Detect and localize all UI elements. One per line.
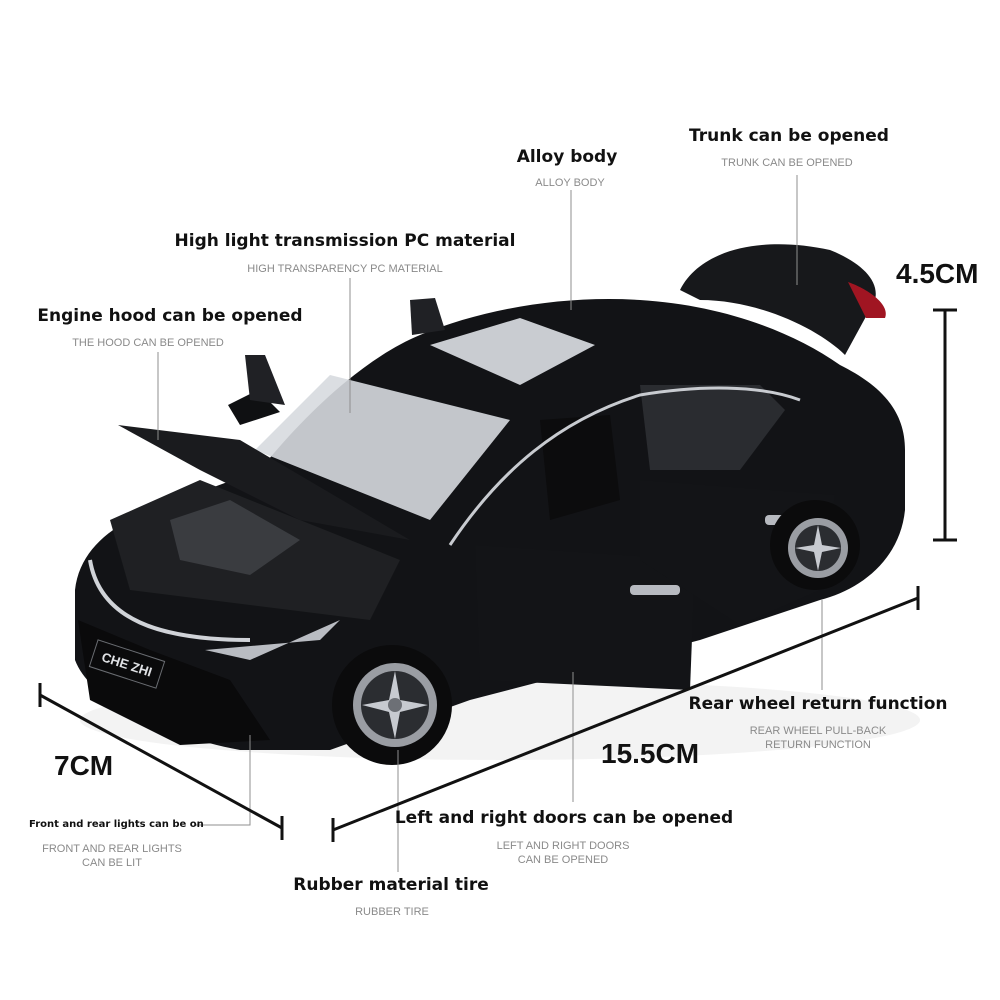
pc-subtitle: HIGH TRANSPARENCY PC MATERIAL: [247, 263, 443, 275]
doors-subtitle-line2: CAN BE OPENED: [517, 854, 609, 866]
alloy-subtitle: ALLOY BODY: [535, 177, 605, 189]
engine-parts: [170, 500, 300, 575]
hood-subtitle: THE HOOD CAN BE OPENED: [72, 337, 224, 349]
pc-title: High light transmission PC material: [174, 231, 516, 251]
doors-subtitle: LEFT AND RIGHT DOORS CAN BE OPENED: [497, 839, 630, 867]
width-label: 7CM: [54, 750, 114, 781]
length-label: 15.5CM: [601, 738, 700, 769]
rear-wheel-subtitle: REAR WHEEL PULL-BACK RETURN FUNCTION: [750, 724, 887, 752]
doors-subtitle-line1: LEFT AND RIGHT DOORS: [496, 840, 630, 852]
trunk-lid: [680, 244, 876, 355]
lights-subtitle-line2: CAN BE LIT: [82, 857, 142, 869]
sunroof: [430, 318, 595, 385]
side-window-rear: [640, 385, 785, 470]
front-door-top: [245, 355, 285, 405]
width-dimension-line: [38, 683, 284, 840]
lights-subtitle: FRONT AND REAR LIGHTS CAN BE LIT: [42, 842, 182, 870]
license-plate: [88, 639, 166, 689]
headlight: [205, 620, 340, 660]
front-door-handle: [630, 585, 680, 595]
doors-title: Left and right doors can be opened: [394, 808, 734, 828]
front-wheel: [332, 645, 452, 765]
lights-subtitle-line1: FRONT AND REAR LIGHTS: [42, 843, 182, 855]
windshield: [255, 375, 510, 520]
rear-wheel: [770, 500, 860, 590]
trunk-title: Trunk can be opened: [689, 126, 889, 146]
interior-seat: [540, 415, 620, 520]
front-chrome: [88, 559, 251, 642]
tire-title: Rubber material tire: [293, 875, 489, 895]
lights-title: Front and rear lights can be on: [29, 819, 204, 830]
side-mirror: [228, 390, 280, 425]
alloy-title: Alloy body: [516, 147, 618, 167]
height-dimension-line: [933, 308, 957, 542]
rear-wheel-title: Rear wheel return function: [688, 694, 948, 714]
length-dimension-line: [331, 586, 920, 842]
tire-subtitle: RUBBER TIRE: [355, 906, 429, 918]
rear-door-top: [410, 298, 445, 335]
rear-wheel-subtitle-line1: REAR WHEEL PULL-BACK: [749, 725, 887, 737]
trunk-subtitle: TRUNK CAN BE OPENED: [721, 157, 853, 169]
rear-wheel-subtitle-line2: RETURN FUNCTION: [765, 739, 871, 751]
front-door: [475, 545, 695, 690]
chrome-trim: [448, 386, 801, 546]
height-label: 4.5CM: [896, 258, 979, 289]
hood-title: Engine hood can be opened: [37, 306, 303, 326]
engine-hood: [118, 425, 410, 540]
trunk-taillight: [848, 282, 886, 318]
lights-callout-line: [195, 735, 251, 826]
